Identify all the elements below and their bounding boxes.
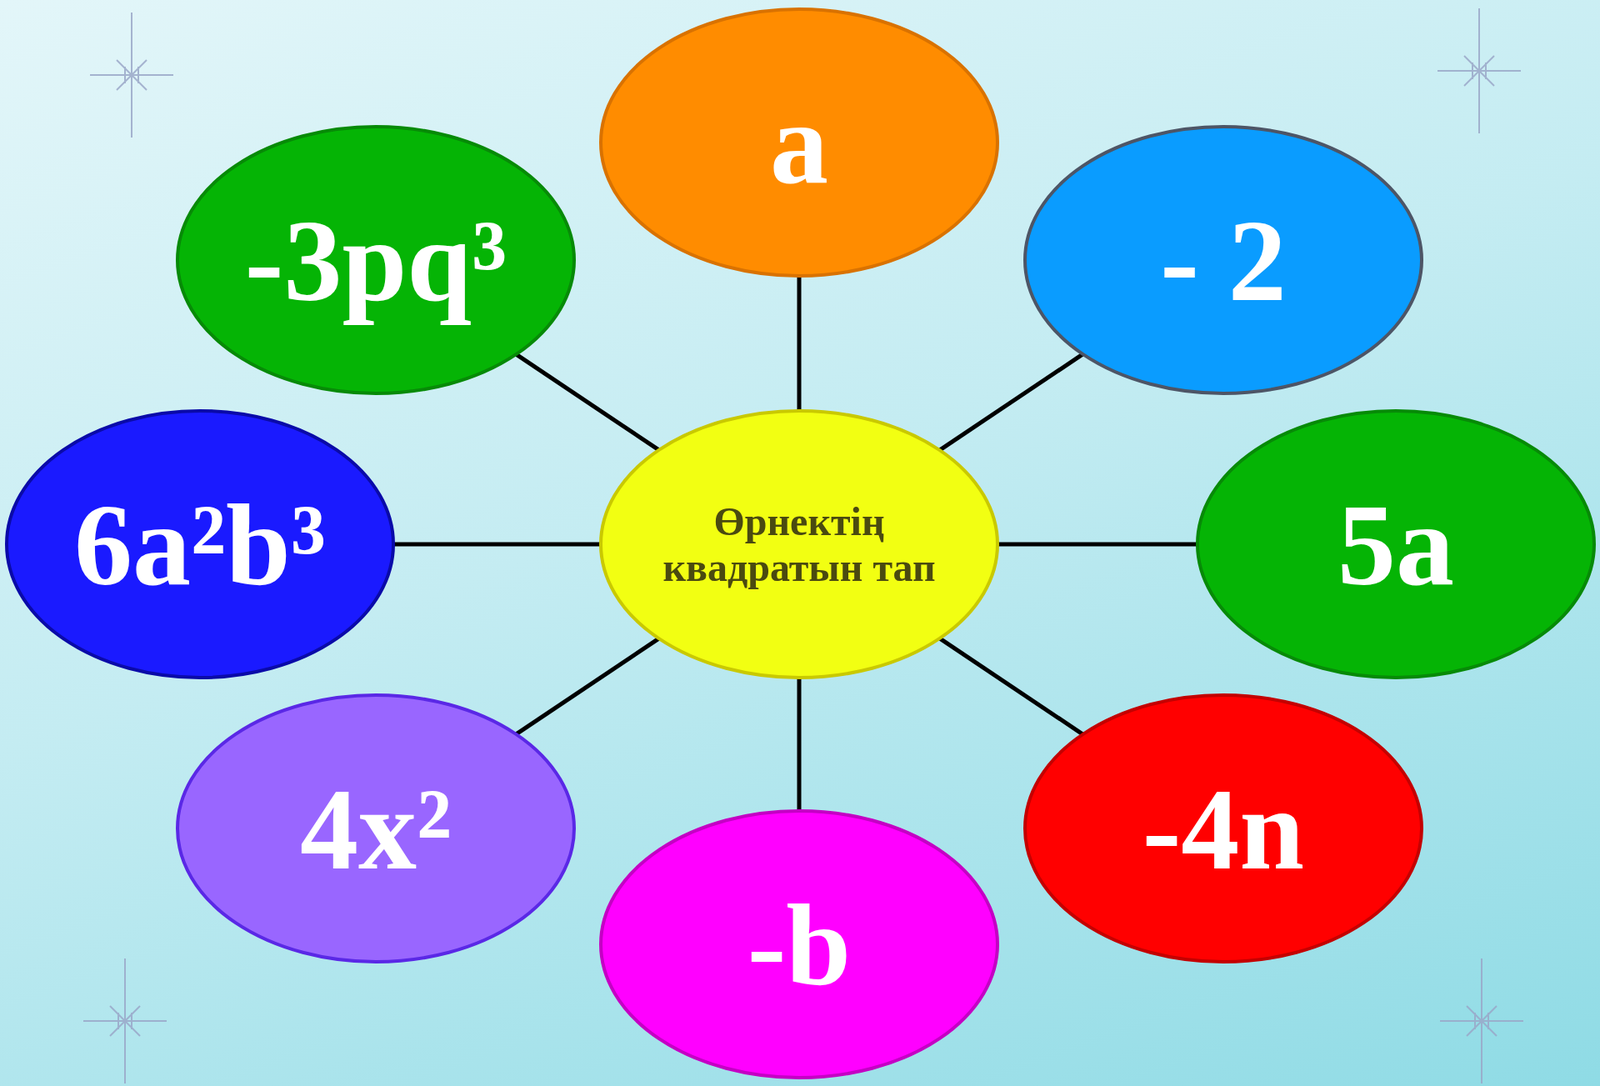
instruction-text: Өрнектің квадратын тап — [655, 498, 945, 590]
term-text: 4x² — [300, 767, 452, 890]
text-group: 5a — [1337, 483, 1455, 606]
ellipse-fill — [1197, 410, 1595, 678]
center-ellipse: Өрнектің квадратын тап — [598, 408, 1000, 680]
spoke-line — [393, 542, 601, 547]
text-group: a — [770, 81, 829, 205]
spoke-line — [797, 677, 802, 811]
term-text: a — [770, 81, 829, 205]
ellipse-fill — [1025, 126, 1422, 394]
term-ellipse: -3pq³ — [175, 124, 577, 396]
ellipse-outline — [598, 408, 1000, 680]
term-ellipse: -b — [598, 808, 1000, 1080]
spoke-line — [940, 354, 1084, 450]
term-text: - 2 — [1160, 199, 1287, 322]
text-group: Өрнектің квадратын тап — [655, 498, 945, 590]
term-ellipse: 6a²b³ — [4, 408, 396, 680]
ellipse-fill — [177, 126, 575, 394]
spoke-line — [797, 275, 802, 411]
term-text: -b — [747, 883, 851, 1006]
term-ellipse: 4x² — [175, 692, 577, 965]
text-group: -3pq³ — [245, 199, 507, 322]
ellipse-fill — [600, 810, 998, 1078]
spoke-line — [515, 638, 659, 735]
term-ellipse: 5a — [1195, 408, 1597, 680]
text-group: 4x² — [300, 767, 452, 890]
term-text: -3pq³ — [245, 199, 507, 322]
ellipse-fill — [600, 410, 998, 678]
term-text: -4n — [1142, 767, 1305, 890]
term-ellipse: - 2 — [1022, 124, 1425, 396]
text-group: - 2 — [1160, 199, 1287, 322]
term-ellipse: a — [598, 6, 1000, 279]
text-group: -4n — [1142, 767, 1305, 890]
ellipse-fill — [177, 695, 575, 962]
spoke-line — [515, 354, 659, 450]
spoke-line — [940, 638, 1084, 735]
term-text: 6a²b³ — [74, 483, 326, 606]
term-ellipse: -4n — [1022, 692, 1425, 965]
text-group: 6a²b³ — [74, 483, 326, 606]
ellipse-fill — [1025, 695, 1422, 962]
ellipse-fill — [600, 9, 998, 276]
text-group: -b — [747, 883, 851, 1006]
term-text: 5a — [1337, 483, 1455, 606]
ellipse-fill — [6, 410, 394, 678]
spoke-line — [997, 542, 1198, 547]
